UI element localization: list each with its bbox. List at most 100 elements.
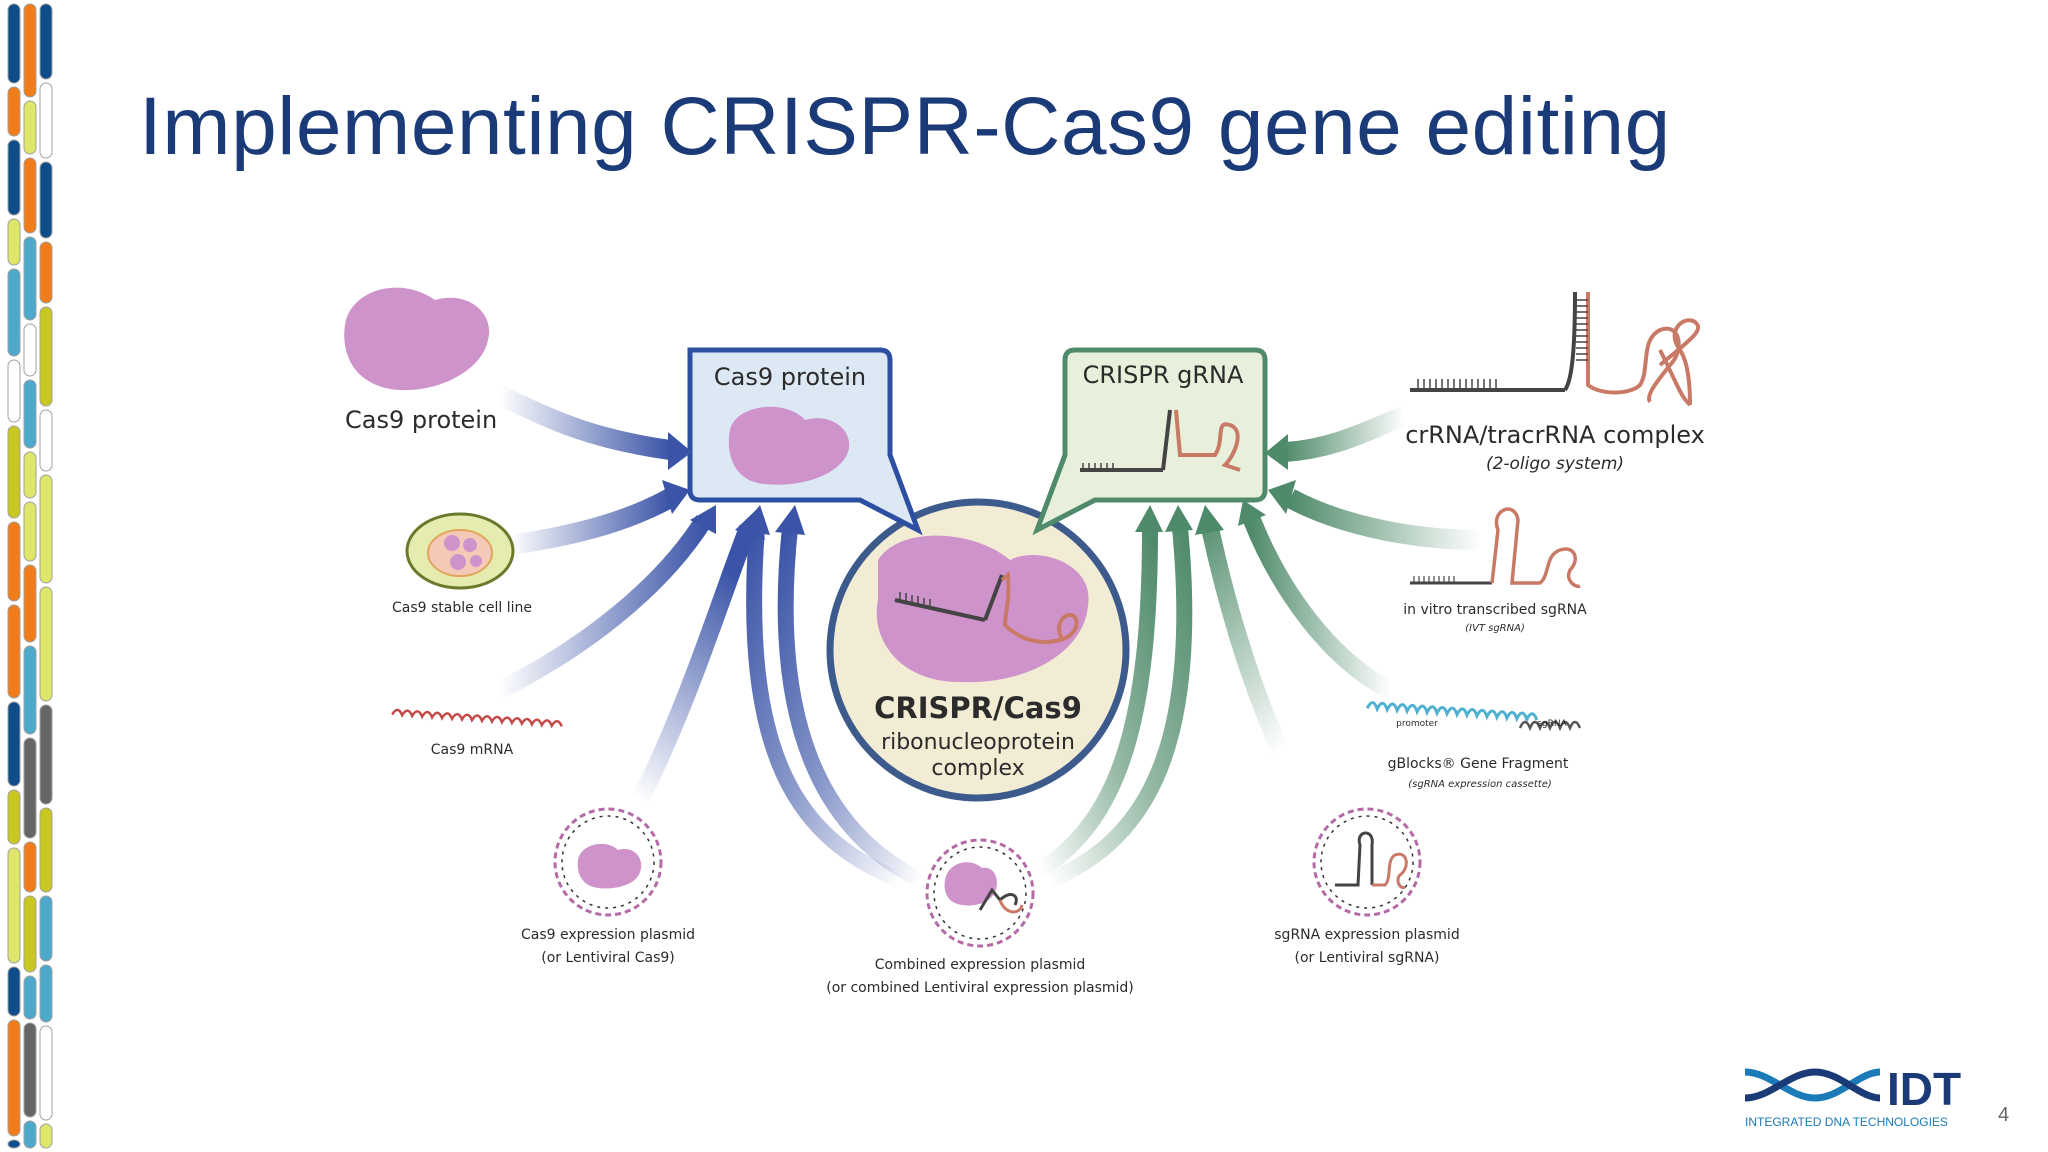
side-strip-segment	[23, 3, 37, 98]
arrow-mrna	[495, 515, 712, 699]
side-strip-segment	[39, 82, 53, 159]
arrow-head	[1135, 505, 1163, 532]
arrow-combined-left-2	[777, 527, 924, 888]
sgrna-ring-inner	[1320, 815, 1414, 909]
side-strip-segment	[7, 604, 21, 699]
gblocks-label: gBlocks® Gene Fragment	[1388, 756, 1569, 772]
rnp-grna-icon	[894, 570, 1079, 644]
combined-sub: (or combined Lentiviral expression plasm…	[826, 980, 1134, 996]
plasmid-ring-inner	[561, 815, 655, 909]
gblocks-sub: (sgRNA expression cassette)	[1408, 779, 1552, 790]
side-strip-segment	[23, 645, 37, 735]
source-gblocks: promoter sgRNA gBlocks® Gene Fragment (s…	[1365, 701, 1582, 790]
side-strip-segment	[39, 1025, 53, 1121]
rnp-cas9-shape	[876, 535, 1089, 683]
idt-logo: IDT INTEGRATED DNA TECHNOLOGIES	[1744, 1063, 1961, 1129]
side-strip-segment	[39, 161, 53, 239]
mrna-wave	[391, 708, 563, 729]
source-cas9-cell-line: Cas9 stable cell line	[392, 512, 532, 616]
plasmid-cas9	[577, 843, 642, 889]
side-strip-segment	[23, 1120, 37, 1149]
cas9-plasmid-label: Cas9 expression plasmid	[521, 927, 695, 943]
side-strip-segment	[7, 3, 21, 84]
side-strip-segment	[7, 425, 21, 519]
rnp-complex: CRISPR/Cas9 ribonucleoprotein complex	[826, 498, 1130, 802]
mrna-label: Cas9 mRNA	[431, 742, 514, 758]
arrow-cas9-protein	[495, 386, 672, 460]
side-strip-segment	[39, 704, 53, 805]
combined-ring-inner	[933, 846, 1027, 940]
cas9-box-label: Cas9 protein	[714, 363, 866, 391]
side-strip-segment	[7, 847, 21, 964]
side-strip-segment	[39, 1123, 53, 1149]
side-strip-segment	[23, 236, 37, 321]
side-strip-segment	[23, 157, 37, 234]
cas9-protein-box: Cas9 protein	[687, 347, 923, 536]
gblocks-promoter-label: promoter	[1396, 719, 1438, 729]
arrow-sgrna-plasmid	[1201, 526, 1318, 815]
arrow-head	[1238, 500, 1266, 526]
source-cas9-protein: Cas9 protein	[344, 287, 497, 434]
sgrna-ring-outer	[1312, 807, 1422, 917]
side-strip-segment	[23, 841, 37, 893]
arrow-cell-line	[508, 489, 675, 555]
side-strip-segment	[39, 807, 53, 893]
side-strip-segment	[7, 1019, 21, 1137]
arrow-head	[1165, 505, 1193, 532]
arrow-head	[1268, 480, 1296, 514]
source-cas9-mrna: Cas9 mRNA	[391, 708, 563, 758]
side-strip-segment	[7, 139, 21, 216]
side-strip-segment	[39, 409, 53, 472]
arrow-head	[690, 505, 716, 534]
plasmid-ring-outer	[553, 807, 663, 917]
arrow-crrna	[1284, 405, 1410, 462]
sgrna-plasmid-sub: (or Lentiviral sgRNA)	[1295, 950, 1440, 966]
arrow-head	[1265, 434, 1288, 470]
combined-cas9	[944, 862, 997, 906]
side-strip-segment	[7, 218, 21, 266]
side-strip-segment	[7, 701, 21, 787]
cas9-protein-shape	[344, 287, 490, 391]
arrow-ivt	[1285, 489, 1481, 550]
ivt-hairpin	[1490, 507, 1581, 589]
side-strip-segment	[7, 789, 21, 845]
right-arrows	[1035, 405, 1481, 888]
gblocks-promoter-wave	[1365, 701, 1539, 724]
combined-label: Combined expression plasmid	[875, 957, 1086, 973]
side-strip-segment	[23, 501, 37, 562]
cas9-plasmid-sub: (or Lentiviral Cas9)	[541, 950, 675, 966]
crrna-stem	[1563, 291, 1577, 392]
side-strip-segment	[7, 359, 21, 423]
source-combined-plasmid: Combined expression plasmid (or combined…	[826, 838, 1134, 996]
arrow-combined-right	[1047, 527, 1193, 888]
side-strip-segment	[23, 451, 37, 499]
arrow-combined-right-2	[1035, 527, 1158, 877]
arrow-head	[668, 432, 692, 470]
sgrna-plasmid-label: sgRNA expression plasmid	[1274, 927, 1459, 943]
crrna-label: crRNA/tracrRNA complex	[1405, 421, 1705, 449]
logo-helix-2	[1744, 1068, 1881, 1102]
side-strip-segment	[39, 964, 53, 1023]
cas9-box-protein	[728, 406, 850, 485]
cas9-protein-label: Cas9 protein	[345, 406, 497, 434]
side-strip-segment	[23, 323, 37, 377]
rnp-line2: complex	[931, 756, 1024, 781]
side-strip-segment	[39, 474, 53, 584]
side-strip-segment	[7, 1139, 21, 1149]
side-strip-segment	[23, 379, 37, 449]
logo-helix-1	[1744, 1068, 1881, 1102]
arrow-head	[1195, 505, 1224, 535]
grna-box-icon	[1080, 409, 1241, 472]
ivt-sub: (IVT sgRNA)	[1465, 623, 1525, 634]
rnp-line1: ribonucleoprotein	[881, 730, 1075, 755]
side-strip-segment	[39, 895, 53, 962]
grna-box-outline	[1032, 347, 1268, 536]
side-strip-segment	[23, 1022, 37, 1118]
side-strip-segment	[23, 975, 37, 1020]
side-strip-segment	[7, 86, 21, 137]
side-strip-segment	[7, 966, 21, 1017]
side-strip-segment	[7, 521, 21, 602]
crrna-sub: (2-oligo system)	[1486, 454, 1624, 474]
side-strip-segment	[23, 100, 37, 155]
